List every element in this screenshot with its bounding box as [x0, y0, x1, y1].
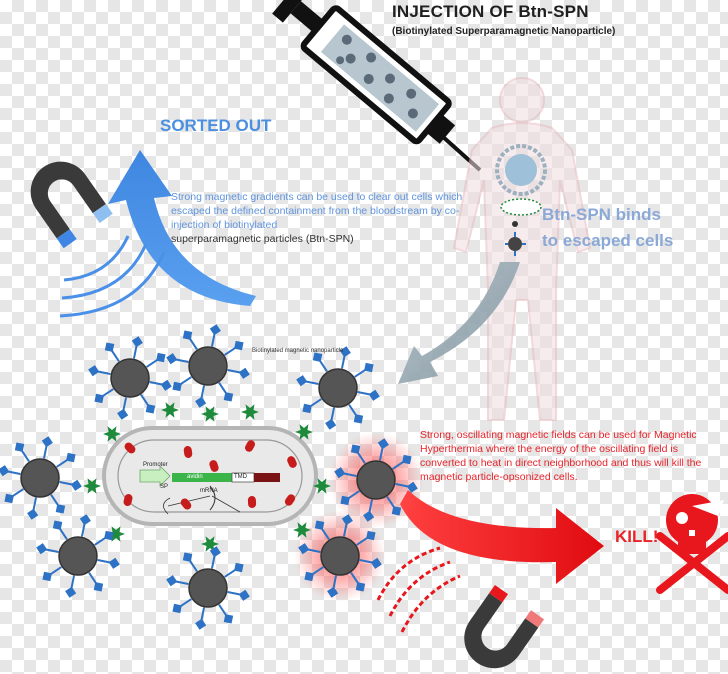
- nanoparticle: [0, 436, 82, 520]
- sorting-note-part1: Strong magnetic gradients can be used to…: [171, 191, 463, 231]
- nanoparticle-label: Biotinylated magnetic nanoparticle: [252, 348, 344, 354]
- nanoparticle: [166, 324, 250, 408]
- binding-arrow: [398, 262, 520, 384]
- membrane-protein: [183, 446, 193, 458]
- biotin-star: [295, 424, 313, 440]
- biotin-star: [161, 402, 179, 418]
- biotin-stars: [83, 402, 331, 552]
- gene-label: avidin: [187, 474, 203, 480]
- biotin-star: [103, 426, 121, 442]
- membrane-protein: [284, 494, 296, 506]
- membrane-proteins: [123, 440, 297, 510]
- biotin-star: [201, 406, 219, 422]
- nanoparticles: [0, 324, 418, 630]
- binding-label: Btn-SPN binds to escaped cells: [542, 202, 673, 254]
- binding-label-line2: to escaped cells: [542, 231, 674, 250]
- membrane-protein: [245, 440, 255, 452]
- promoter-label: Promoter: [143, 462, 168, 468]
- sorted-arrow: [108, 150, 256, 306]
- skull-crossbones-icon: [656, 494, 728, 594]
- membrane-protein: [287, 456, 297, 468]
- engineered-cell: [102, 426, 318, 526]
- sp-label: SP: [160, 484, 169, 490]
- biotin-star: [201, 536, 219, 552]
- nanoparticle: [298, 514, 382, 598]
- membrane-protein: [209, 460, 219, 472]
- diagram-subtitle: (Biotinylated Superparamagnetic Nanopart…: [392, 26, 616, 37]
- biotin-star: [241, 404, 259, 420]
- membrane-protein: [180, 498, 192, 510]
- heat-waves: [376, 546, 461, 633]
- biotin-star: [83, 478, 101, 494]
- nanoparticle: [334, 438, 418, 522]
- kill-label: KILL!: [615, 527, 659, 546]
- syringe-icon: [272, 0, 482, 172]
- membrane-protein: [124, 442, 136, 454]
- tmd-label: TMD: [234, 474, 247, 480]
- membrane-protein: [123, 494, 133, 506]
- nanoparticle: [36, 514, 120, 598]
- bound-particles: [495, 144, 547, 256]
- nanoparticle: [166, 546, 250, 630]
- sorted-out-label: SORTED OUT: [160, 116, 272, 135]
- magnet-icon-bottom: [464, 584, 545, 669]
- sorting-note-part2: superparamagnetic particles (Btn-SPN): [171, 233, 354, 245]
- magnet-icon: [30, 161, 113, 249]
- nanoparticle: [88, 336, 172, 420]
- magnetic-field-waves: [59, 235, 166, 318]
- kill-arrow: [400, 490, 604, 584]
- hyperthermia-note: Strong, oscillating magnetic fields can …: [420, 429, 702, 483]
- binding-label-line1: Btn-SPN binds: [542, 205, 661, 224]
- membrane-protein: [247, 496, 257, 508]
- biotin-star: [107, 526, 125, 542]
- mrna-label: mRNA: [200, 488, 218, 494]
- nanoparticle: [296, 346, 380, 430]
- biotin-star: [313, 478, 331, 494]
- sorting-note: Strong magnetic gradients can be used to…: [171, 190, 471, 246]
- diagram-title: INJECTION OF Btn-SPN: [392, 2, 589, 21]
- biotin-star: [293, 522, 311, 538]
- human-body-icon: [452, 77, 592, 421]
